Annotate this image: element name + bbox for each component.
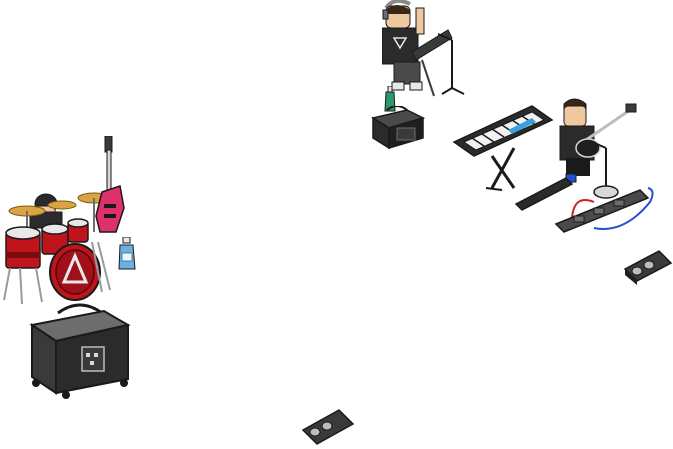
keyboard-synth[interactable]	[452, 104, 556, 192]
dj-avatar[interactable]	[382, 0, 454, 100]
guitar-amp-small[interactable]	[371, 106, 425, 150]
pink-electric-guitar[interactable]	[94, 136, 128, 236]
pedalboard[interactable]	[514, 172, 664, 242]
mic-stand-right[interactable]	[588, 136, 624, 202]
water-bottle-blue[interactable]	[117, 237, 137, 271]
drum-kit[interactable]	[0, 192, 120, 310]
guitarist-avatar[interactable]	[556, 96, 640, 186]
stage-monitor-bottom[interactable]	[301, 408, 355, 446]
mic-stand-left[interactable]	[438, 26, 468, 96]
flight-case-amp[interactable]	[28, 303, 132, 399]
stage-monitor-right[interactable]	[623, 249, 673, 285]
